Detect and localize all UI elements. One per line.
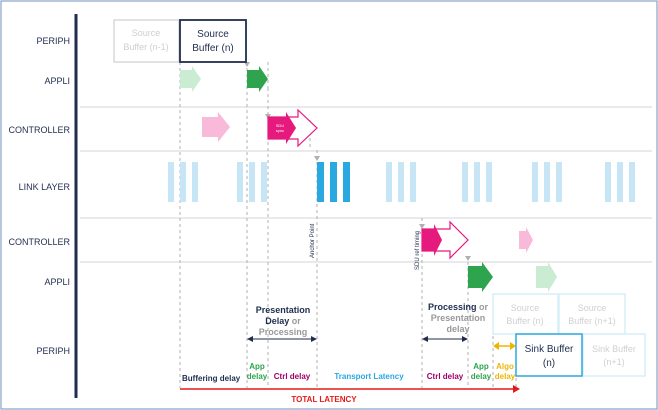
- controller-bottom-arrow-next: [519, 227, 533, 253]
- source-buffer-prev-label-1: Source: [132, 28, 161, 38]
- presentation-span-arrow-right: [311, 336, 317, 342]
- appli-arrow-prev: [180, 66, 201, 92]
- lane-label-periph-bottom: PERIPH: [36, 346, 70, 356]
- source-buffer-n1-bottom-label-1: Source: [578, 303, 607, 313]
- transport-latency-label: Transport Latency: [334, 372, 404, 381]
- processing-annotation-line3: delay: [446, 324, 469, 334]
- lane-label-controller-top: CONTROLLER: [8, 125, 70, 135]
- total-latency-label: TOTAL LATENCY: [291, 395, 357, 404]
- source-buffer-prev: [113, 19, 180, 63]
- sdu-ref-timing-label: SDU ref timing: [415, 231, 421, 270]
- algo-span-arrow-right: [510, 342, 516, 350]
- source-buffer-prev-label-2: Buffer (n-1): [123, 42, 168, 52]
- lane-label-link-layer: LINK LAYER: [19, 182, 71, 192]
- appli-bottom-arrow-next: [536, 262, 557, 292]
- total-latency-arrowhead: [513, 385, 520, 393]
- app-delay-2-label-2: delay: [471, 372, 492, 381]
- presentation-annotation-line1: Presentation: [256, 305, 311, 315]
- connector-arrows: [244, 62, 471, 261]
- presentation-span-arrow-left: [247, 336, 253, 342]
- source-buffer-n1-bottom: [558, 293, 626, 335]
- appli-arrow-n: [247, 66, 268, 92]
- source-buffer-n1-bottom-label-2: Buffer (n+1): [568, 316, 616, 326]
- sink-buffer-n-label-2: (n): [543, 358, 555, 369]
- lane-label-controller-bottom: CONTROLLER: [8, 237, 70, 247]
- app-delay-2-label-1: App: [473, 362, 489, 371]
- source-buffer-n: [179, 19, 247, 63]
- link-layer-bars-light: [168, 162, 635, 202]
- lane-label-periph-top: PERIPH: [36, 36, 70, 46]
- source-buffer-n-label-2: Buffer (n): [192, 43, 234, 54]
- source-buffer-n-bottom-label-2: Buffer (n): [506, 316, 543, 326]
- lane-label-appli-top: APPLI: [44, 76, 70, 86]
- link-layer-bars-active: [317, 162, 350, 202]
- controller-arrow-prev: [202, 112, 230, 142]
- app-delay-1-label-1: App: [249, 362, 265, 371]
- presentation-annotation-line2: Delay or: [265, 316, 301, 326]
- processing-span-arrow-right: [462, 336, 468, 342]
- source-buffer-n-bottom-label-1: Source: [511, 303, 540, 313]
- ctrl-delay-2-label: Ctrl delay: [427, 372, 464, 381]
- lane-separators: [80, 106, 652, 263]
- sink-buffer-n: [515, 333, 583, 377]
- app-delay-1-label-2: delay: [247, 372, 268, 381]
- source-buffer-n-label-1: Source: [197, 29, 229, 40]
- lane-label-appli-bottom: APPLI: [44, 277, 70, 287]
- anchor-point-label: Anchor Point: [310, 223, 316, 258]
- presentation-annotation-line3: Processing: [259, 327, 308, 337]
- algo-delay-label-1: Algo: [496, 362, 514, 371]
- source-buffer-n-bottom: [492, 293, 559, 335]
- sink-buffer-n1: [582, 333, 646, 377]
- buffering-delay-label: Buffering delay: [182, 374, 241, 383]
- sink-buffer-n-label-1: Sink Buffer: [525, 344, 574, 355]
- sink-buffer-n1-label-2: (n+1): [603, 357, 624, 367]
- sink-buffer-n1-label-1: Sink Buffer: [592, 344, 636, 354]
- algo-span-arrow-left: [493, 342, 499, 350]
- algo-delay-label-2: delay: [495, 372, 516, 381]
- processing-annotation-line2: Presentation: [431, 313, 486, 323]
- controller-arrow-n: [268, 112, 296, 144]
- processing-annotation-line1: Processing or: [428, 302, 489, 312]
- controller-bottom-arrow: [422, 224, 442, 256]
- appli-bottom-arrow: [468, 262, 493, 292]
- sdu-sync-label-2: sync: [276, 128, 284, 133]
- sdu-sync-label: SDU: [276, 123, 285, 128]
- ctrl-delay-1-label: Ctrl delay: [274, 372, 311, 381]
- processing-span-arrow-left: [422, 336, 428, 342]
